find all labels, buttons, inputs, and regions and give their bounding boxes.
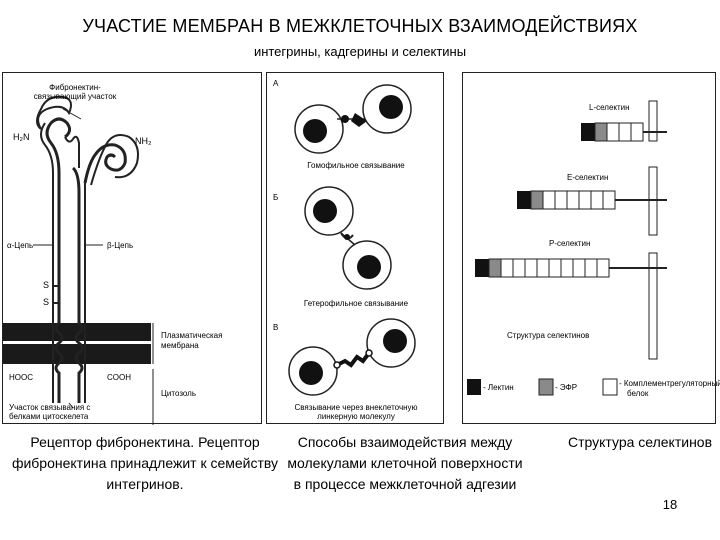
h2n-label: H₂N bbox=[13, 132, 30, 142]
legend-lectin-label: - Лектин bbox=[483, 383, 514, 392]
e-crp-6 bbox=[602, 190, 616, 210]
p-crp-8 bbox=[584, 258, 598, 278]
alpha-folded-domain bbox=[36, 95, 72, 130]
section-c-label: В bbox=[273, 323, 279, 332]
legend-swatch-lectin bbox=[467, 379, 481, 395]
p-selectin-label: P-селектин bbox=[549, 239, 591, 248]
p-crp-4 bbox=[536, 258, 550, 278]
e-efr bbox=[530, 190, 544, 210]
sulfur-bottom-label: S bbox=[43, 297, 50, 307]
p-crp-9 bbox=[596, 258, 610, 278]
section-b-label: Б bbox=[273, 193, 279, 202]
l-crp-1 bbox=[606, 122, 620, 142]
alpha-chain bbox=[45, 117, 72, 403]
ligand-knob bbox=[344, 234, 350, 240]
e-selectin-label: E-селектин bbox=[567, 173, 609, 182]
p-crp-3 bbox=[524, 258, 538, 278]
strand-loops bbox=[64, 135, 80, 168]
pointer-site bbox=[62, 108, 82, 120]
fibronectin-site-label-1: Фибронектин- bbox=[49, 83, 101, 92]
p-crp-7 bbox=[572, 258, 586, 278]
nh2-label: NH₂ bbox=[135, 136, 152, 146]
p-crp-6 bbox=[560, 258, 574, 278]
slide-subtitle: интегрины, кадгерины и селектины bbox=[253, 44, 467, 59]
membrane-l bbox=[648, 100, 658, 142]
caption-selectin-structure: Структура селектинов bbox=[567, 434, 713, 450]
membrane-p bbox=[648, 252, 658, 360]
e-crp-2 bbox=[554, 190, 568, 210]
legend-complement-label-1: - Комплементрегуляторный bbox=[619, 379, 720, 388]
fibronectin-site-label-2: связывающий участок bbox=[33, 92, 117, 101]
e-crp-1 bbox=[542, 190, 556, 210]
alpha-chain-label: α-Цепь bbox=[7, 241, 34, 250]
slide-title: УЧАСТИЕ МЕМБРАН В МЕЖКЛЕТОЧНЫХ ВЗАИМОДЕЙ… bbox=[82, 16, 638, 36]
beta-chain-label: β-Цепь bbox=[107, 241, 134, 250]
e-crp-3 bbox=[566, 190, 580, 210]
cytoskeleton-label-2: белками цитоскелета bbox=[9, 412, 89, 421]
caption-adhesion-modes: Способы взаимодействия между молекулами … bbox=[287, 434, 523, 492]
membrane-label-2: мембрана bbox=[161, 341, 199, 350]
sulfur-top-label: S bbox=[43, 280, 50, 290]
alpha-chain-inner bbox=[40, 122, 54, 403]
linker-molecule bbox=[336, 351, 371, 368]
cell-b2-nucleus bbox=[357, 255, 381, 279]
beta-spiral-outer bbox=[90, 134, 139, 186]
l-crp-3 bbox=[630, 122, 644, 142]
selectin-diagram bbox=[467, 100, 667, 396]
p-crp-1 bbox=[500, 258, 514, 278]
p-selectin-bar bbox=[475, 258, 667, 278]
membrane-label-1: Плазматическая bbox=[161, 331, 223, 340]
beta-spiral-domain bbox=[83, 143, 127, 184]
slide-number: 18 bbox=[662, 497, 678, 512]
selectin-structure-figure: L-селектин E-селектин P-селектин Структу… bbox=[462, 72, 720, 424]
selectin-structure-label: Структура селектинов bbox=[507, 331, 590, 340]
cell-a1-nucleus bbox=[303, 119, 327, 143]
linker-end-1 bbox=[333, 361, 341, 369]
section-a-label: А bbox=[273, 79, 279, 88]
l-lectin bbox=[581, 123, 595, 141]
l-efr bbox=[594, 122, 608, 142]
beta-chain bbox=[71, 166, 84, 403]
cell-b1-nucleus bbox=[313, 199, 337, 223]
heterophilic-label: Гетерофильное связывание bbox=[303, 299, 409, 308]
linker-end-2 bbox=[365, 349, 373, 357]
pointer-cytoskeleton bbox=[68, 402, 74, 409]
adhesion-molecule-a1 bbox=[341, 115, 349, 123]
p-lectin bbox=[475, 259, 489, 277]
cell-c1-nucleus bbox=[299, 361, 323, 385]
cooh-label: COOH bbox=[107, 373, 131, 382]
e-crp-4 bbox=[578, 190, 592, 210]
linker-label-2: линкерную молекулу bbox=[317, 412, 395, 421]
l-selectin-label: L-селектин bbox=[589, 103, 630, 112]
l-crp-2 bbox=[618, 122, 632, 142]
cell-a2-nucleus bbox=[379, 95, 403, 119]
p-efr bbox=[488, 258, 502, 278]
homophilic-label: Гомофильное связывание bbox=[307, 161, 405, 170]
cytoskeleton-label-1: Участок связывания с bbox=[9, 403, 91, 412]
l-selectin-bar bbox=[581, 122, 667, 142]
integrin-diagram bbox=[3, 95, 154, 425]
caption-fibronectin-receptor: Рецептор фибронектина. Рецептор фибронек… bbox=[11, 434, 279, 492]
membrane-upper-band bbox=[3, 323, 151, 341]
fibronectin-receptor-figure: Фибронектин- связывающий участок H₂N NH₂… bbox=[2, 72, 262, 425]
cell-c2-nucleus bbox=[383, 329, 407, 353]
p-crp-5 bbox=[548, 258, 562, 278]
cytosol-label: Цитозоль bbox=[161, 389, 197, 398]
legend-swatch-efr bbox=[538, 378, 554, 396]
hooc-label: HOOC bbox=[9, 373, 33, 382]
linker-label-1: Связывание через внеклеточную bbox=[294, 403, 418, 412]
legend-efr-label: - ЭФР bbox=[555, 383, 578, 392]
e-selectin-bar bbox=[517, 190, 667, 210]
e-crp-5 bbox=[590, 190, 604, 210]
adhesion-modes-figure: А Гомофильное связывание Б Гетерофильное… bbox=[266, 72, 444, 424]
e-lectin bbox=[517, 191, 531, 209]
adhesion-molecule-a2 bbox=[351, 113, 367, 127]
legend-complement-label-2: белок bbox=[627, 389, 649, 398]
legend-swatch-complement bbox=[602, 378, 618, 396]
p-crp-2 bbox=[512, 258, 526, 278]
adhesion-diagram bbox=[288, 84, 416, 396]
